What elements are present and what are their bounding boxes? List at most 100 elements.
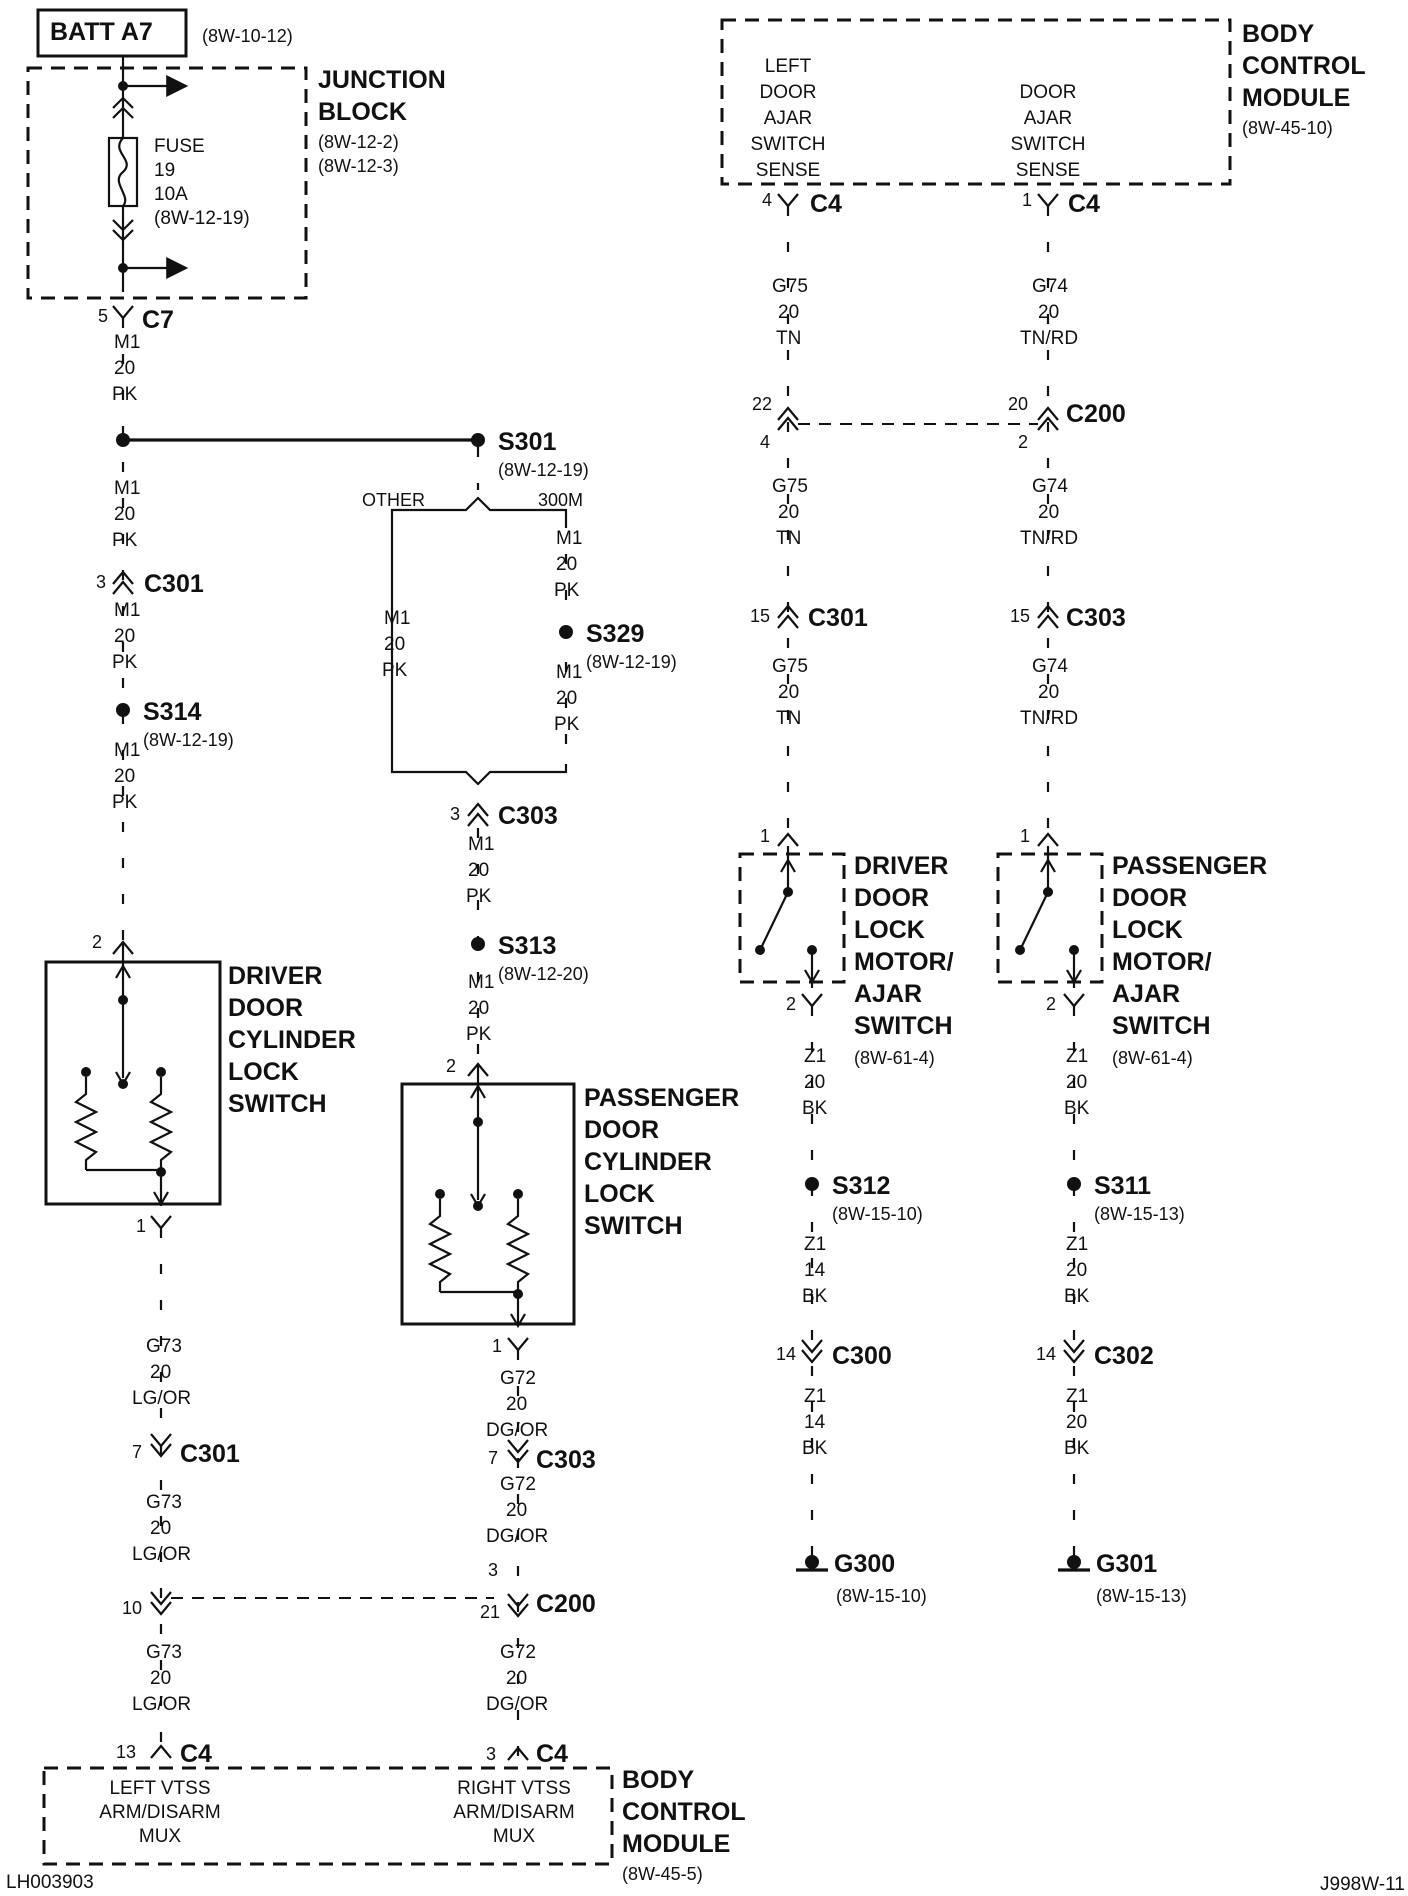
wire-label-g72-b: G72 20 DG/OR bbox=[486, 1474, 548, 1547]
splice-s312-ref: (8W-15-10) bbox=[832, 1204, 923, 1224]
svg-text:BLOCK: BLOCK bbox=[318, 98, 407, 126]
svg-text:DG/OR: DG/OR bbox=[486, 1694, 548, 1715]
wire-label-g72-c: G72 20 DG/OR bbox=[486, 1642, 548, 1715]
svg-text:MOTOR/: MOTOR/ bbox=[1112, 948, 1212, 976]
svg-text:PASSENGER: PASSENGER bbox=[1112, 852, 1267, 880]
svg-text:15: 15 bbox=[1010, 606, 1030, 626]
wire-label-z1-left-b: Z1 14 BK bbox=[802, 1234, 828, 1307]
connector-c4-top-right: 1 C4 bbox=[1022, 190, 1100, 218]
svg-text:20: 20 bbox=[1066, 1072, 1087, 1093]
svg-text:BODY: BODY bbox=[1242, 20, 1315, 48]
svg-text:C303: C303 bbox=[498, 802, 558, 830]
connector-c301-c: 7 C301 bbox=[132, 1433, 240, 1468]
wire-label-z1-left-a: Z1 20 BK bbox=[802, 1046, 828, 1119]
footer-left-code: LH003903 bbox=[6, 1872, 94, 1893]
svg-text:20: 20 bbox=[150, 1668, 171, 1689]
svg-text:M1: M1 bbox=[114, 332, 140, 353]
svg-text:C4: C4 bbox=[180, 1740, 212, 1768]
svg-text:(8W-45-10): (8W-45-10) bbox=[1242, 118, 1333, 138]
svg-text:SWITCH: SWITCH bbox=[228, 1090, 327, 1118]
svg-text:M1: M1 bbox=[114, 478, 140, 499]
svg-text:DG/OR: DG/OR bbox=[486, 1526, 548, 1547]
body-control-module-bottom: LEFT VTSS ARM/DISARM MUX RIGHT VTSS ARM/… bbox=[42, 1766, 746, 1884]
ground-g301: G301 (8W-15-13) bbox=[1058, 1550, 1187, 1606]
svg-text:20: 20 bbox=[150, 1362, 171, 1383]
svg-text:C200: C200 bbox=[1066, 400, 1126, 428]
svg-text:1: 1 bbox=[1022, 190, 1032, 210]
svg-text:(8W-15-10): (8W-15-10) bbox=[836, 1586, 927, 1606]
connector-c4-bottom-right: 3 C4 bbox=[486, 1740, 568, 1768]
svg-text:G300: G300 bbox=[834, 1550, 895, 1578]
svg-text:MODULE: MODULE bbox=[1242, 84, 1350, 112]
svg-text:(8W-61-4): (8W-61-4) bbox=[854, 1048, 935, 1068]
splice-s313: S313 bbox=[498, 932, 556, 960]
junction-block: JUNCTION BLOCK (8W-12-2) (8W-12-3) bbox=[26, 66, 446, 300]
batt-ref: (8W-10-12) bbox=[202, 26, 293, 46]
wire-label-z1-right-c: Z1 20 BK bbox=[1064, 1386, 1090, 1459]
wire-label-m1-c: M1 20 PK bbox=[112, 600, 140, 673]
option-merge-bottom bbox=[390, 764, 568, 786]
passenger-door-lock-motor-ajar-switch: 1 2 PASSENGER DOOR LOCK MOTOR/ AJAR SWIT… bbox=[996, 826, 1267, 1068]
splice-s329-ref: (8W-12-19) bbox=[586, 652, 677, 672]
svg-text:DRIVER: DRIVER bbox=[228, 962, 322, 990]
svg-text:C4: C4 bbox=[1068, 190, 1100, 218]
splice-s313-dot bbox=[471, 937, 485, 951]
svg-text:BK: BK bbox=[1064, 1286, 1090, 1307]
svg-text:LOCK: LOCK bbox=[1112, 916, 1183, 944]
svg-text:C303: C303 bbox=[1066, 604, 1126, 632]
splice-s329-dot bbox=[559, 625, 573, 639]
svg-text:C301: C301 bbox=[808, 604, 868, 632]
svg-text:14: 14 bbox=[804, 1260, 826, 1281]
svg-text:SWITCH: SWITCH bbox=[751, 134, 826, 155]
svg-text:SWITCH: SWITCH bbox=[854, 1012, 953, 1040]
svg-text:20: 20 bbox=[114, 504, 135, 525]
svg-text:20: 20 bbox=[468, 998, 489, 1019]
svg-text:10A: 10A bbox=[154, 184, 188, 205]
svg-text:1: 1 bbox=[1020, 826, 1030, 846]
svg-text:DRIVER: DRIVER bbox=[854, 852, 948, 880]
connector-c301-a: 3 C301 bbox=[96, 570, 204, 598]
svg-text:20: 20 bbox=[506, 1668, 527, 1689]
svg-text:CYLINDER: CYLINDER bbox=[228, 1026, 356, 1054]
svg-text:20: 20 bbox=[556, 688, 577, 709]
splice-s312-dot bbox=[805, 1177, 819, 1191]
svg-text:M1: M1 bbox=[556, 528, 582, 549]
svg-text:PASSENGER: PASSENGER bbox=[584, 1084, 739, 1112]
wire-label-m1-d: M1 20 PK bbox=[112, 740, 140, 813]
svg-text:C301: C301 bbox=[180, 1440, 240, 1468]
svg-text:3: 3 bbox=[488, 1560, 498, 1580]
connector-c303-b: 15 C303 bbox=[1010, 604, 1126, 632]
svg-text:MUX: MUX bbox=[493, 1826, 536, 1847]
ground-g300: G300 (8W-15-10) bbox=[796, 1550, 927, 1606]
svg-text:15: 15 bbox=[750, 606, 770, 626]
svg-text:AJAR: AJAR bbox=[1024, 108, 1073, 129]
svg-text:PK: PK bbox=[112, 384, 138, 405]
splice-s311-dot bbox=[1067, 1177, 1081, 1191]
svg-text:LOCK: LOCK bbox=[228, 1058, 299, 1086]
batt-a7-label-box: BATT A7 bbox=[36, 8, 188, 58]
svg-text:7: 7 bbox=[488, 1448, 498, 1468]
wire-label-m1-b: M1 20 PK bbox=[112, 478, 140, 551]
svg-text:(8W-12-3): (8W-12-3) bbox=[318, 156, 399, 176]
wire-label-g74-c: G74 20 TN/RD bbox=[1020, 656, 1078, 729]
svg-text:BK: BK bbox=[1064, 1438, 1090, 1459]
connector-c200-bottom-left: 10 bbox=[122, 1591, 172, 1618]
svg-text:21: 21 bbox=[480, 1602, 500, 1622]
svg-text:C300: C300 bbox=[832, 1342, 892, 1370]
svg-text:22: 22 bbox=[752, 394, 772, 414]
wire-label-m1-e: M1 20 PK bbox=[466, 834, 494, 907]
svg-text:20: 20 bbox=[556, 554, 577, 575]
driver-door-lock-motor-ajar-switch: 1 2 DRIVER DOOR LOCK MOTOR/ AJAR SWITCH … bbox=[738, 826, 954, 1068]
svg-text:2: 2 bbox=[446, 1056, 456, 1076]
svg-text:ARM/DISARM: ARM/DISARM bbox=[453, 1802, 574, 1823]
svg-text:Z1: Z1 bbox=[804, 1386, 826, 1407]
wire-label-g74-b: G74 20 TN/RD bbox=[1020, 476, 1078, 549]
svg-text:2: 2 bbox=[1018, 432, 1028, 452]
option-split-top bbox=[390, 496, 568, 518]
body-control-module-top: LEFT DOOR AJAR SWITCH SENSE DOOR AJAR SW… bbox=[720, 18, 1366, 186]
svg-text:10: 10 bbox=[122, 1598, 142, 1618]
connector-c200-top-left: 22 4 bbox=[752, 394, 799, 452]
svg-text:M1: M1 bbox=[114, 600, 140, 621]
svg-text:(8W-61-4): (8W-61-4) bbox=[1112, 1048, 1193, 1068]
passenger-door-cylinder-lock-switch: 2 1 PASSENGER DOOR CYLINDER LOCK SWITCH bbox=[400, 1056, 739, 1356]
